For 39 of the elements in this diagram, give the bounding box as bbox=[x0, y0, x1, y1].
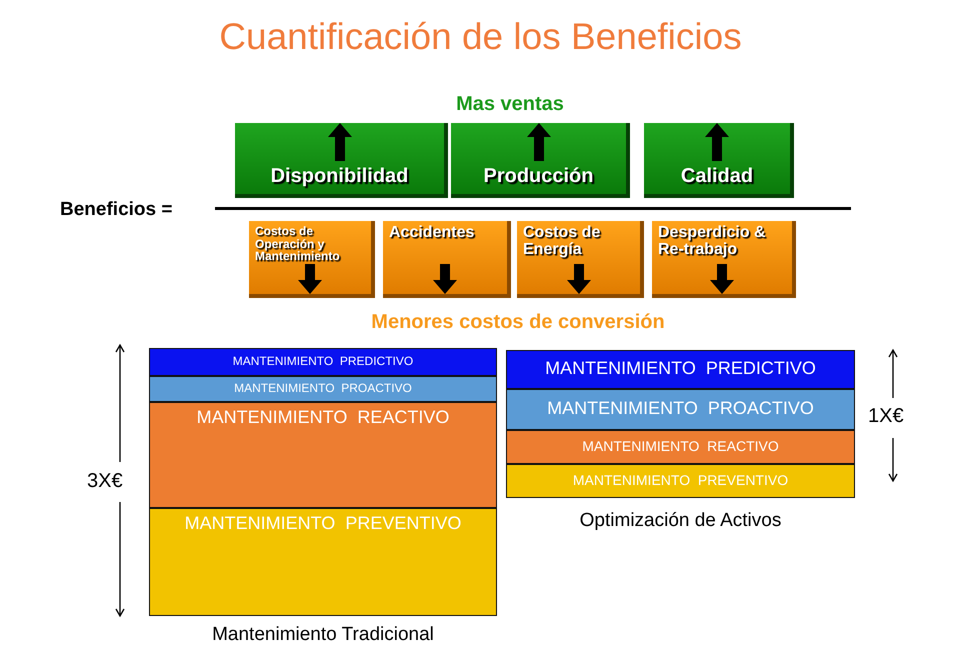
benefit-box bbox=[451, 123, 630, 198]
segment-label: MANTENIMIENTO REACTIVO bbox=[581, 438, 780, 454]
box-label: Calidad bbox=[680, 165, 754, 188]
segment-label: MANTENIMIENTO PROACTIVO bbox=[546, 398, 815, 420]
maintenance-segment bbox=[149, 508, 497, 616]
box-label: Producción bbox=[482, 165, 594, 188]
cost-box bbox=[249, 221, 375, 298]
box-label: Costos de Energía bbox=[523, 225, 602, 259]
dimension-label: 3X€ bbox=[87, 470, 123, 493]
cost-box bbox=[517, 221, 644, 298]
segment-label: MANTENIMIENTO REACTIVO bbox=[196, 407, 450, 429]
maintenance-segment bbox=[506, 350, 855, 389]
benefit-box bbox=[644, 123, 794, 198]
maintenance-segment bbox=[506, 389, 855, 430]
maintenance-segment bbox=[506, 430, 855, 464]
box-label: Disponibilidad bbox=[270, 165, 410, 188]
maintenance-segment bbox=[149, 348, 497, 376]
dimension-label: 1X€ bbox=[868, 405, 904, 428]
cost-box bbox=[383, 221, 511, 298]
segment-label: MANTENIMIENTO PREDICTIVO bbox=[544, 358, 817, 380]
heading: Mas ventas bbox=[455, 93, 565, 116]
maintenance-stack bbox=[506, 350, 855, 532]
box-label: Accidentes bbox=[389, 225, 476, 242]
heading: Menores costos de conversión bbox=[370, 311, 666, 334]
maintenance-segment bbox=[506, 464, 855, 498]
segment-label: MANTENIMIENTO PREDICTIVO bbox=[232, 354, 414, 368]
title: Cuantificación de los Beneficios bbox=[218, 16, 743, 58]
maintenance-segment bbox=[149, 376, 497, 402]
equation-label: Beneficios = bbox=[60, 199, 172, 221]
stack-title: Optimización de Activos bbox=[578, 510, 782, 532]
box-label: Desperdicio & Re-trabajo bbox=[658, 225, 767, 259]
segment-label: MANTENIMIENTO PROACTIVO bbox=[233, 380, 413, 396]
benefit-box bbox=[235, 123, 448, 198]
maintenance-segment bbox=[149, 402, 497, 508]
cost-box bbox=[652, 221, 796, 298]
stack-title: Mantenimiento Tradicional bbox=[211, 624, 435, 646]
box-label: Costos de Operación y Mantenimiento bbox=[255, 225, 341, 263]
segment-label: MANTENIMIENTO PREVENTIVO bbox=[184, 513, 462, 535]
segment-label: MANTENIMIENTO PREVENTIVO bbox=[572, 472, 790, 488]
